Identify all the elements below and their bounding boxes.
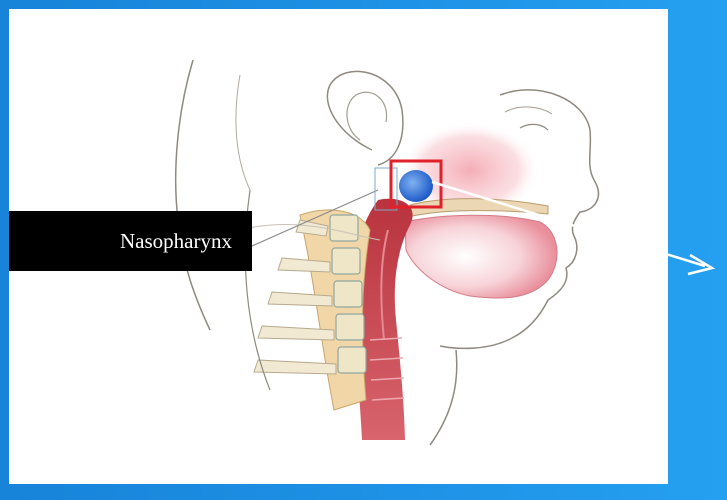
vertebra — [330, 215, 358, 241]
eye-line — [520, 124, 548, 130]
marker-dot — [399, 170, 433, 202]
ear-outline — [327, 71, 402, 165]
vertebra — [334, 281, 362, 307]
vertebra — [332, 248, 360, 274]
vertebra — [338, 347, 366, 373]
brow-line — [505, 107, 552, 114]
neck-front — [430, 350, 457, 445]
oral-cavity — [405, 215, 557, 298]
label-text: Nasopharynx — [120, 229, 232, 254]
vertebra — [336, 314, 364, 340]
ear-inner — [347, 92, 387, 140]
head-outline — [176, 60, 210, 330]
head-back-outline — [236, 75, 250, 190]
nasopharynx-label: Nasopharynx — [9, 211, 252, 271]
spinous-process — [254, 360, 336, 374]
